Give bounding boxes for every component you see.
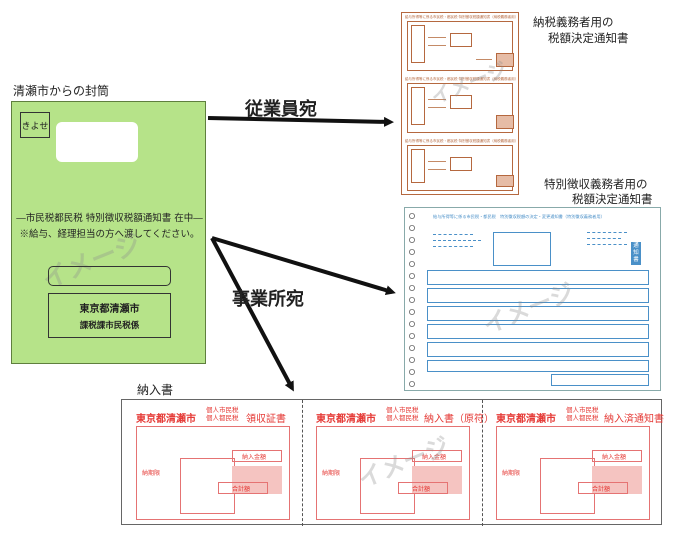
taxpayer-cell bbox=[411, 25, 425, 63]
collector-notice-card: 給与所得等に係る市民税・都民税 特別徴収税額の決定・変更通知書（特別徴収義務者用… bbox=[404, 207, 661, 391]
taxpayer-cell bbox=[411, 87, 425, 125]
slip2-tax1: 個人市民税 bbox=[386, 406, 419, 414]
arrow-to-payment-slip bbox=[210, 237, 294, 392]
taxpayer-notice-card: 給与所得等に係る市民税・都民税 特別徴収税額通知書（納税義務者用） 給与所得等に… bbox=[401, 12, 519, 195]
envelope-instruction: ※給与、経理担当の方へ渡してください。 bbox=[19, 229, 200, 240]
taxpayer-cell bbox=[496, 53, 514, 67]
perforation-1 bbox=[302, 400, 303, 526]
collector-side-stamp: 通知書 bbox=[631, 242, 641, 265]
slip3-total-fill bbox=[592, 466, 642, 494]
arrow-to-business bbox=[211, 236, 396, 296]
slip3-tax2: 個人都民税 bbox=[566, 414, 599, 422]
collector-row bbox=[427, 360, 649, 372]
slip1-deadline-label: 納期限 bbox=[142, 470, 161, 477]
taxpayer-cell bbox=[411, 149, 425, 183]
taxpayer-form-caption-3: 給与所得等に係る市民税・都民税 特別徴収税額通知書（納税義務者用） bbox=[405, 139, 519, 143]
arrow-to-employee bbox=[207, 116, 394, 127]
slip2-frame bbox=[316, 426, 470, 520]
slip2-total-fill bbox=[412, 466, 462, 494]
collector-notice-title-1: 特別徴収義務者用の bbox=[544, 177, 648, 191]
slip1-amount-box bbox=[232, 450, 282, 462]
envelope-notice: ―市民税都民税 特別徴収税額通知書 在中― bbox=[16, 213, 203, 224]
envelope-window bbox=[56, 122, 138, 162]
arrow-label-business: 事業所宛 bbox=[232, 289, 304, 310]
sender-department: 課税課市民税係 bbox=[79, 321, 140, 331]
taxpayer-cell bbox=[450, 157, 472, 171]
slip1-title: 領収証書 bbox=[246, 414, 286, 425]
slip3-total-box bbox=[578, 482, 628, 494]
slip1-city: 東京都清瀬市 bbox=[136, 414, 196, 425]
taxpayer-notice-title-1: 納税義務者用の bbox=[533, 15, 614, 29]
collector-row bbox=[427, 306, 649, 321]
slip3-amount-box bbox=[592, 450, 642, 462]
collector-notice-title-2: 税額決定通知書 bbox=[572, 192, 653, 206]
slip3-frame bbox=[496, 426, 650, 520]
slip3-tax1: 個人市民税 bbox=[566, 406, 599, 414]
envelope-label: 清瀬市からの封筒 bbox=[13, 84, 110, 98]
collector-row bbox=[427, 288, 649, 303]
envelope-oval-frame bbox=[48, 266, 171, 286]
arrow-label-employee: 従業員宛 bbox=[245, 99, 317, 120]
slip1-tax1: 個人市民税 bbox=[206, 406, 239, 414]
slip3-deadline-label: 納期限 bbox=[502, 470, 521, 477]
taxpayer-form-caption-2: 給与所得等に係る市民税・都民税 特別徴収税額通知書（納税義務者用） bbox=[405, 77, 519, 81]
taxpayer-notice-title-2: 税額決定通知書 bbox=[548, 31, 629, 45]
collector-address-box bbox=[493, 232, 551, 266]
slip2-amount-label: 納入金額 bbox=[422, 454, 447, 461]
perforation-2 bbox=[482, 400, 483, 526]
slip3-total-label: 合計額 bbox=[592, 486, 611, 493]
envelope-stamp: きよせ bbox=[20, 112, 50, 138]
taxpayer-section-1 bbox=[407, 21, 513, 71]
taxpayer-form-caption-1: 給与所得等に係る市民税・都民税 特別徴収税額通知書（納税義務者用） bbox=[405, 15, 519, 19]
slip2-total-box bbox=[398, 482, 448, 494]
slip3-title: 納入済通知書 bbox=[604, 414, 664, 425]
taxpayer-cell bbox=[496, 115, 514, 129]
slip1-tax2: 個人都民税 bbox=[206, 414, 239, 422]
taxpayer-cell bbox=[450, 95, 472, 109]
slip3-amount-label: 納入金額 bbox=[602, 454, 627, 461]
taxpayer-cell bbox=[496, 175, 514, 187]
slip1-frame bbox=[136, 426, 290, 520]
taxpayer-cell bbox=[450, 33, 472, 47]
taxpayer-section-2 bbox=[407, 83, 513, 133]
slip1-amount-label: 納入金額 bbox=[242, 454, 267, 461]
sender-box: 東京都清瀬市 課税課市民税係 bbox=[48, 293, 171, 338]
slip3-city: 東京都清瀬市 bbox=[496, 414, 556, 425]
slip2-total-label: 合計額 bbox=[412, 486, 431, 493]
slip1-total-label: 合計額 bbox=[232, 486, 251, 493]
collector-row bbox=[427, 324, 649, 339]
slip2-deadline-label: 納期限 bbox=[322, 470, 341, 477]
payment-slip: 東京都清瀬市 個人市民税 個人都民税 領収証書 納期限 納入金額 合計額 東京都… bbox=[121, 399, 664, 526]
slip2-tax2: 個人都民税 bbox=[386, 414, 419, 422]
slip2-title: 納入書（原符） bbox=[424, 414, 494, 425]
slip1-total-box bbox=[218, 482, 268, 494]
envelope: きよせ ―市民税都民税 特別徴収税額通知書 在中― ※給与、経理担当の方へ渡して… bbox=[11, 101, 206, 364]
payment-slip-label: 納入書 bbox=[137, 383, 174, 397]
collector-form-caption: 給与所得等に係る市民税・都民税 特別徴収税額の決定・変更通知書（特別徴収義務者用… bbox=[433, 214, 605, 219]
sender-city: 東京都清瀬市 bbox=[79, 304, 140, 315]
slip2-city: 東京都清瀬市 bbox=[316, 414, 376, 425]
taxpayer-section-3 bbox=[407, 145, 513, 191]
slip2-amount-box bbox=[412, 450, 462, 462]
punch-holes bbox=[409, 213, 415, 387]
collector-row bbox=[427, 270, 649, 285]
collector-row bbox=[551, 374, 649, 386]
collector-row bbox=[427, 342, 649, 357]
slip1-total-fill bbox=[232, 466, 282, 494]
